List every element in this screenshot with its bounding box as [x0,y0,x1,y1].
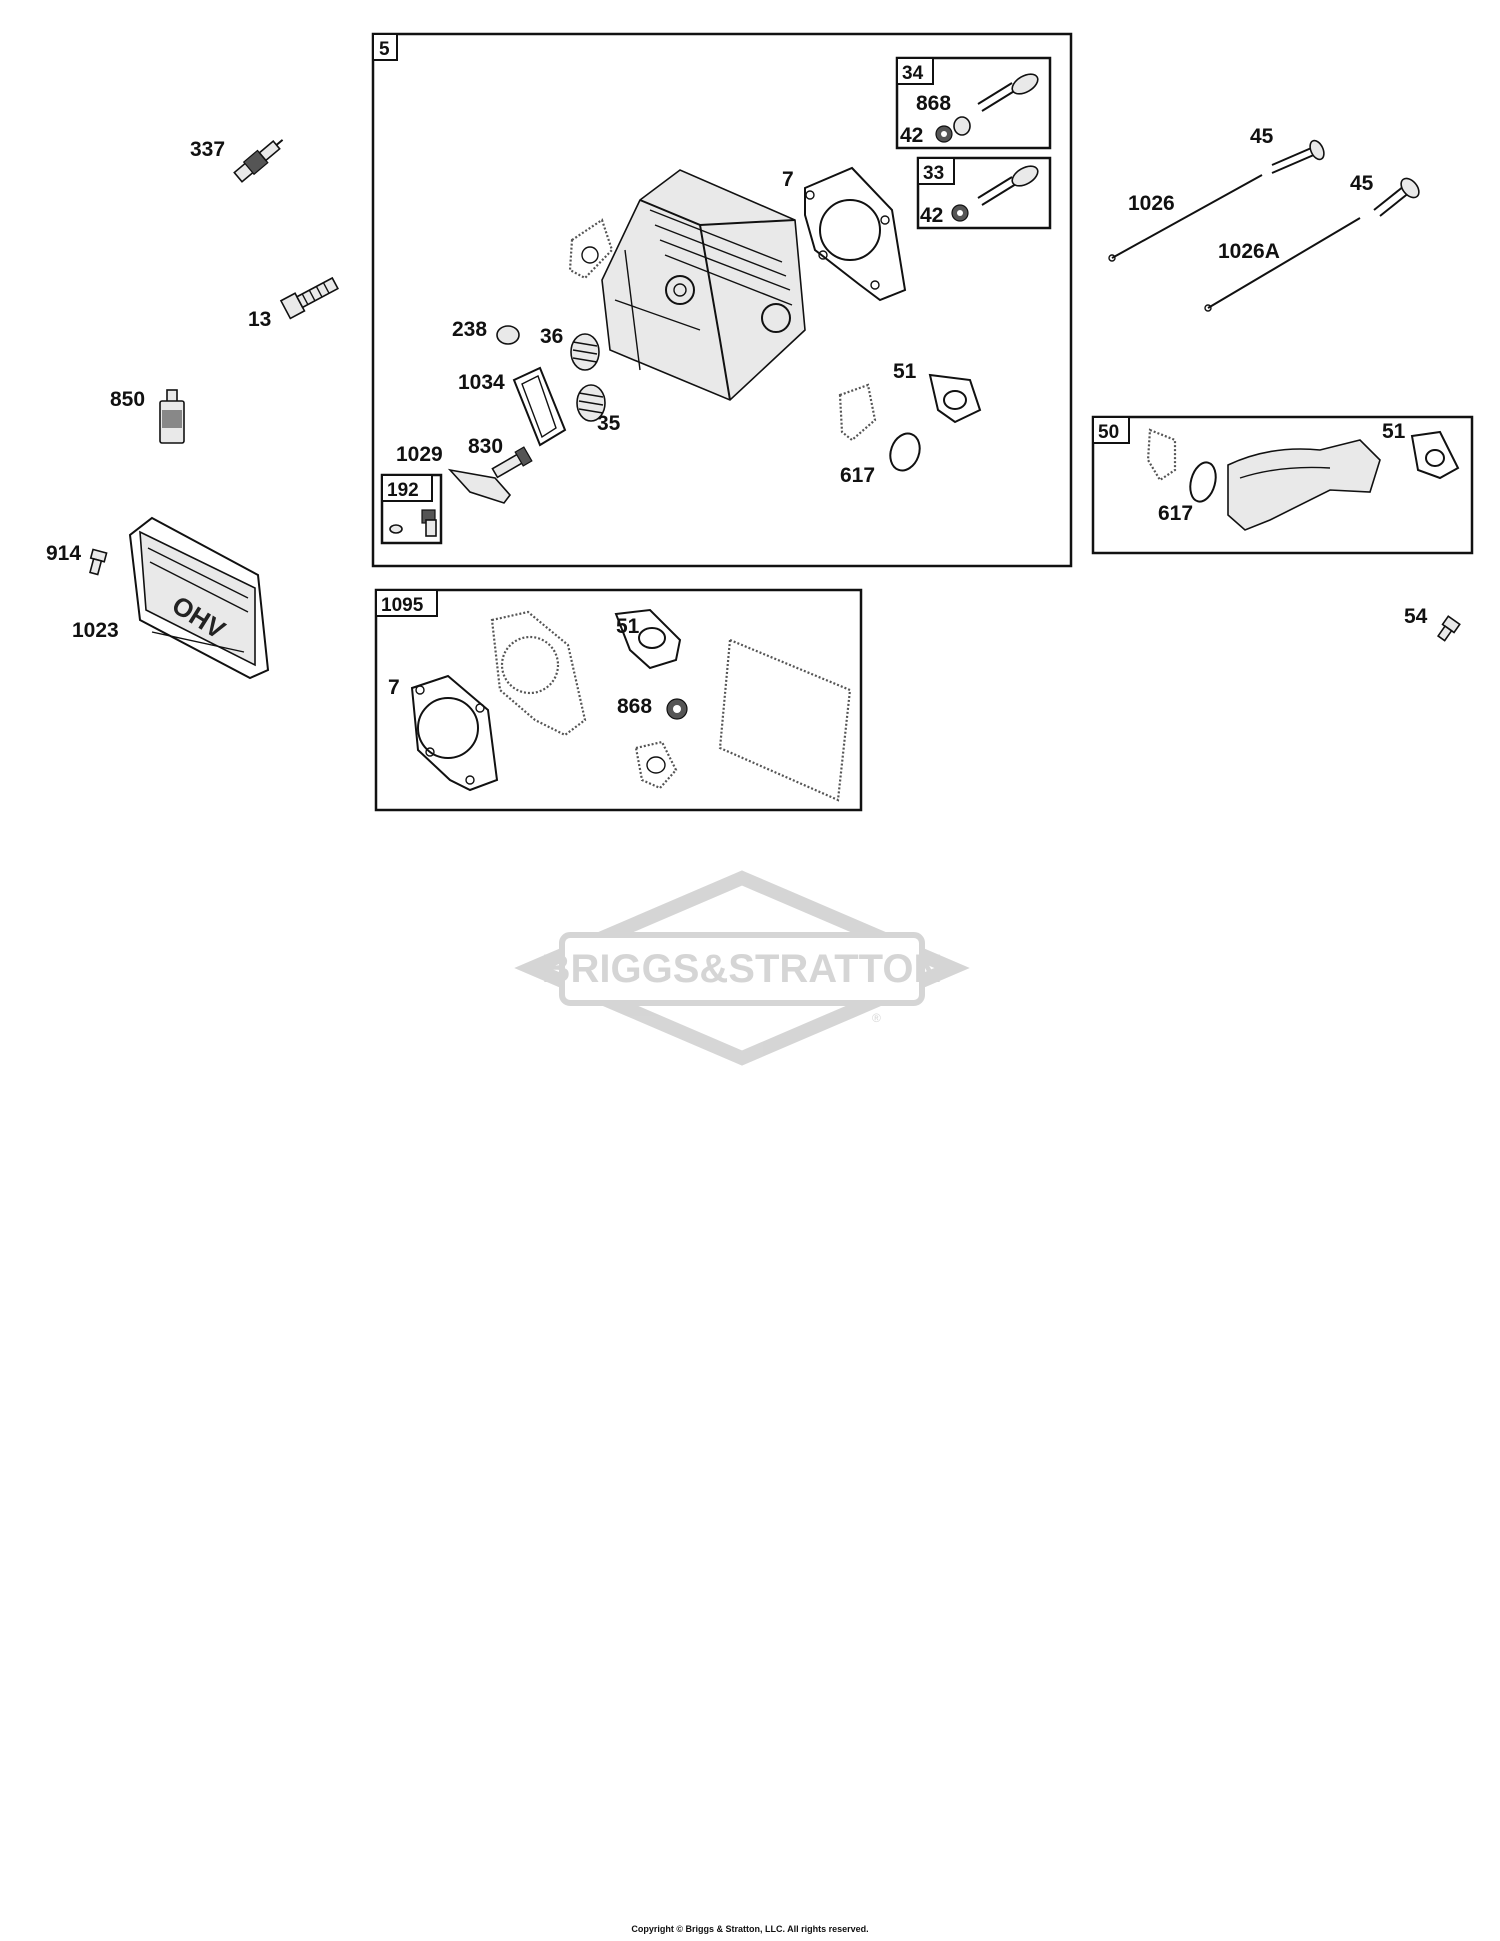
gasket-small-5-part [568,218,614,280]
box-5: 5 [371,32,1073,568]
gasket-dash-5-part [838,383,877,442]
callout-7-head: 7 [782,168,794,191]
push-rod-1026-part [1108,174,1263,262]
callout-868-gasket-set: 868 [617,695,652,718]
brand-watermark: BRIGGS&STRATTON ® [514,870,970,1066]
spring-35-part [576,384,606,422]
nut-192-part [389,509,437,537]
callout-35: 35 [597,412,621,435]
screw-914-part [89,548,108,576]
callout-617-head: 617 [840,464,875,487]
stud-830-part [491,446,533,479]
sealant-tube-part [159,389,185,444]
bolt-54-part [1437,615,1461,642]
box-label-34: 34 [902,63,924,84]
box-label-50: 50 [1098,422,1119,443]
callout-238: 238 [452,318,487,341]
head-gasket-dash-1095-part [490,610,587,737]
callout-337: 337 [190,138,225,161]
valve-45b-part [1373,177,1420,217]
valve-33-part [951,165,1039,222]
push-rod-1026a-part [1204,217,1361,312]
callout-617-box50: 617 [1158,502,1193,525]
rocker-1029-part [447,468,512,504]
callout-45-lower: 45 [1350,172,1374,195]
valve-45a-part [1271,139,1325,174]
callout-36: 36 [540,325,563,348]
callout-51-head: 51 [893,360,917,383]
box-label-192: 192 [387,480,419,501]
callout-42-box34: 42 [900,124,923,147]
spark-plug-part [233,139,284,183]
callout-1023: 1023 [72,619,119,642]
callout-1026: 1026 [1128,192,1175,215]
valve-cover-part: OHV [128,516,270,680]
box-label-1095: 1095 [381,595,424,616]
cover-gasket-1095-part [718,638,852,802]
callout-13: 13 [248,308,271,331]
box-label-5: 5 [379,39,390,60]
callout-54: 54 [1404,605,1428,628]
box-50: 50 [1091,415,1474,555]
callout-7-gasket-set: 7 [388,676,400,699]
callout-914: 914 [46,542,81,565]
gasket-small-1095-part [634,740,678,790]
watermark-registered: ® [872,1011,881,1025]
exhaust-gasket-1095-part [614,608,682,670]
head-gasket-5-part [804,166,907,302]
callout-850: 850 [110,388,145,411]
callout-1029: 1029 [396,443,443,466]
box-label-33: 33 [923,163,944,184]
callout-868-box34: 868 [916,92,951,115]
cylinder-head-part [601,169,806,401]
callout-45-upper: 45 [1250,125,1274,148]
spring-36-part [570,333,600,371]
o-ring-617-part [889,432,921,472]
exhaust-gasket-51-part [928,373,982,424]
valve-cap-238-part [496,325,520,345]
box-192: 192 [380,473,443,545]
callout-51-box50: 51 [1382,420,1406,443]
bolt-13-part [279,276,339,320]
callout-51-gasket-set: 51 [616,615,640,638]
copyright-notice: Copyright © Briggs & Stratton, LLC. All … [631,1924,869,1934]
box-1095: 1095 [374,588,863,812]
valve-34-part [935,73,1039,143]
seal-868-1095-part [666,698,688,720]
callout-1034: 1034 [458,371,505,394]
callout-1026a: 1026A [1218,240,1280,263]
head-gasket-1095-part [410,674,499,792]
watermark-text: BRIGGS&STRATTON [542,947,943,991]
box-33: 33 [916,156,1052,230]
callout-42-box33: 42 [920,204,943,227]
box-34: 34 [895,56,1052,150]
plate-1034-part [512,366,567,447]
callout-830: 830 [468,435,503,458]
manifold-assembly-50-part [1146,428,1460,531]
